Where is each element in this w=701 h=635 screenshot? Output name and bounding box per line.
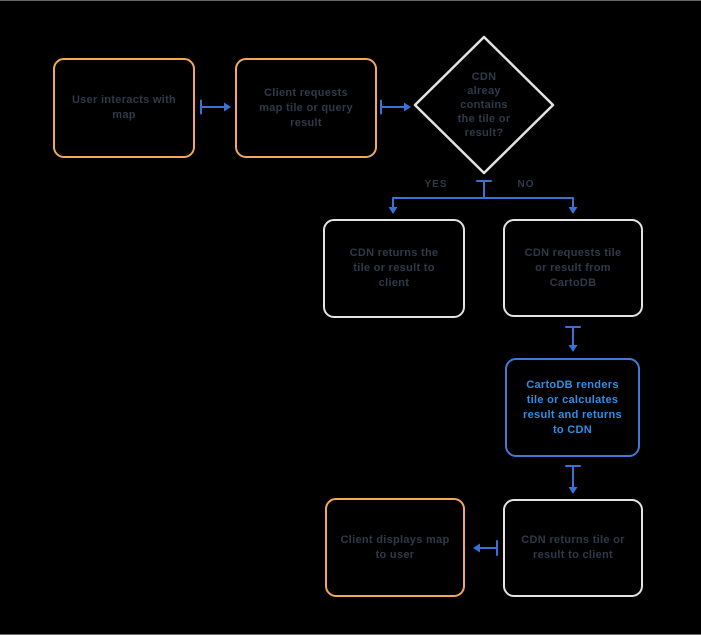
arrow-requests-to-renders: [565, 326, 581, 352]
decision-diamond-shape: [413, 35, 555, 175]
node-user-interacts: User interacts with map: [53, 58, 195, 158]
top-edge-line: [0, 0, 701, 1]
node-cdn-returns-yes-label: CDN returns the tile or result to client: [349, 247, 439, 289]
node-cdn-returns-yes: CDN returns the tile or result to client: [323, 219, 465, 318]
node-cdn-returns-no: CDN returns tile or result to client: [503, 499, 643, 597]
arrow-renders-to-returns: [565, 465, 581, 494]
node-cdn-requests: CDN requests tile or result from CartoDB: [503, 219, 643, 317]
branch-label-no: NO: [517, 179, 535, 190]
node-client-requests: Client requests map tile or query result: [235, 58, 377, 158]
node-cdn-requests-label: CDN requests tile or result from CartoDB: [524, 246, 622, 289]
node-cdn-returns-no-label: CDN returns tile or result to client: [521, 534, 625, 561]
node-client-displays-label: Client displays map to user: [340, 533, 450, 561]
arrow-user-to-client: [200, 99, 231, 115]
arrow-client-to-diamond: [380, 99, 411, 115]
node-user-interacts-label: User interacts with map: [71, 94, 177, 121]
node-cartodb-renders-label: CartoDB renders tile or calculates resul…: [523, 378, 622, 436]
node-cdn-contains-label: CDN alreay contains the tile or result?: [457, 71, 511, 139]
arrow-returns-to-displays: [473, 540, 498, 556]
arrow-decision-split: [388, 180, 578, 214]
branch-label-yes: YES: [424, 179, 448, 190]
node-client-displays: Client displays map to user: [325, 498, 465, 597]
node-client-requests-label: Client requests map tile or query result: [259, 86, 353, 129]
node-cartodb-renders: CartoDB renders tile or calculates resul…: [505, 358, 640, 457]
